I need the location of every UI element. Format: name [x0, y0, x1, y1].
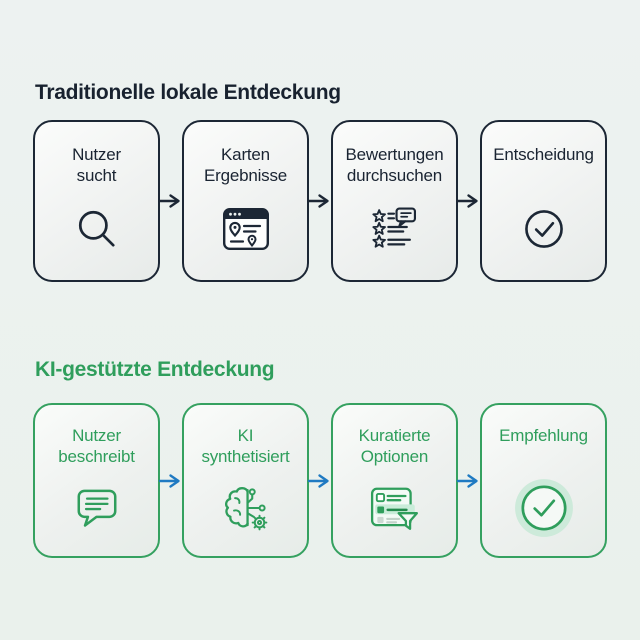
- step-box-ki-synthetisiert: KI synthetisiert: [182, 403, 309, 558]
- step-label-line2: synthetisiert: [201, 447, 290, 466]
- step-box-nutzer-sucht: Nutzer sucht: [33, 120, 160, 282]
- search-icon: [74, 186, 120, 280]
- arrow-icon: [307, 403, 331, 558]
- step-label: KI synthetisiert: [201, 425, 289, 467]
- step-label-line1: Bewertungen: [345, 145, 444, 164]
- arrow-icon: [307, 120, 331, 282]
- step-label-line2: Ergebnisse: [203, 166, 288, 185]
- step-label-line2: [499, 446, 588, 467]
- step-label: Bewertungen durchsuchen: [346, 144, 444, 186]
- flow-row-ai: Nutzer beschreibt KI synthetisiert: [33, 403, 607, 558]
- arrow-icon: [456, 120, 480, 282]
- step-box-empfehlung: Empfehlung: [480, 403, 607, 558]
- step-label: Kuratierte Optionen: [359, 425, 431, 467]
- chat-bubble-icon: [72, 467, 122, 556]
- step-label: Empfehlung: [499, 425, 588, 467]
- step-label-line1: Karten: [221, 145, 270, 164]
- arrow-icon: [158, 120, 182, 282]
- step-box-entscheidung: Entscheidung: [480, 120, 607, 282]
- section-title-traditional: Traditionelle lokale Entdeckung: [35, 81, 341, 104]
- section-title-ai: KI-gestützte Entdeckung: [35, 358, 275, 381]
- step-label-line1: Nutzer: [72, 426, 121, 445]
- step-label-line1: KI: [237, 426, 254, 445]
- check-circle-icon: [521, 186, 567, 280]
- check-circle-halo-icon: [513, 467, 575, 556]
- step-label-line2: durchsuchen: [346, 166, 443, 185]
- step-box-kuratierte-optionen: Kuratierte Optionen: [331, 403, 458, 558]
- flow-row-traditional: Nutzer sucht Karten Ergebnisse: [33, 120, 607, 282]
- step-box-nutzer-beschreibt: Nutzer beschreibt: [33, 403, 160, 558]
- step-label-line2: Optionen: [360, 447, 429, 466]
- step-label: Nutzer sucht: [72, 144, 121, 186]
- step-label: Nutzer beschreibt: [58, 425, 135, 467]
- step-label-line1: Entscheidung: [493, 145, 594, 164]
- step-label-line2: sucht: [76, 166, 117, 185]
- reviews-list-icon: [371, 186, 418, 280]
- step-label-line1: Kuratierte: [358, 426, 431, 445]
- step-label: Entscheidung: [493, 144, 594, 186]
- step-label: Karten Ergebnisse: [204, 144, 287, 186]
- step-label-line1: Empfehlung: [499, 426, 588, 445]
- step-box-bewertungen-durchsuchen: Bewertungen durchsuchen: [331, 120, 458, 282]
- map-results-icon: [222, 186, 270, 280]
- arrow-icon: [158, 403, 182, 558]
- arrow-icon: [456, 403, 480, 558]
- step-label-line2: [493, 165, 594, 186]
- step-box-karten-ergebnisse: Karten Ergebnisse: [182, 120, 309, 282]
- step-label-line2: beschreibt: [58, 447, 135, 466]
- step-label-line1: Nutzer: [72, 145, 121, 164]
- brain-circuit-gear-icon: [219, 467, 273, 556]
- curated-list-filter-icon: [369, 467, 421, 556]
